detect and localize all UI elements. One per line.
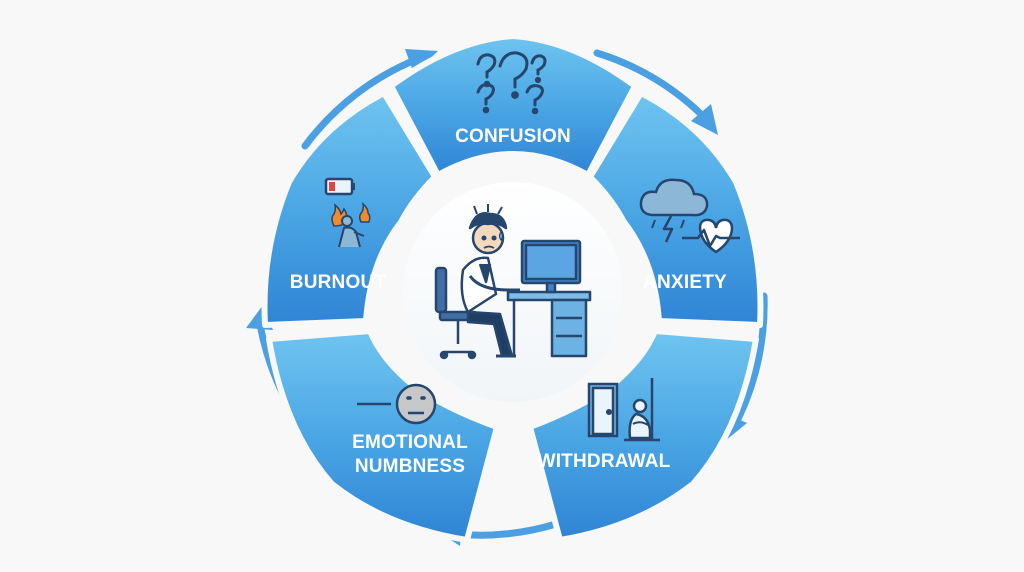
label-burnout: BURNOUT (290, 272, 387, 293)
segment-confusion (388, 33, 638, 178)
cycle-arrow-top-right (593, 49, 709, 122)
question-marks-icon (476, 51, 547, 115)
label-emotional: EMOTIONAL (352, 432, 468, 453)
storm-cloud-heartbeat-icon (639, 178, 740, 254)
cycle-arrow-top-left (301, 54, 424, 150)
low-battery-burning-person-icon (324, 177, 371, 248)
label-anxiety: ANXIETY (643, 272, 727, 293)
segment-burnout (261, 90, 438, 328)
cycle-arrow-right (731, 292, 768, 429)
neutral-face-icon (357, 383, 437, 425)
cycle-arrow-top-right-head (691, 104, 718, 135)
label-numbness: NUMBNESS (355, 456, 465, 477)
stressed-worker-at-desk-icon (434, 204, 592, 360)
door-isolated-person-icon (587, 378, 660, 442)
label-withdrawal: WITHDRAWAL (538, 451, 671, 472)
segment-labels: CONFUSION ANXIETY WITHDRAWAL EMOTIONAL N… (290, 126, 727, 477)
label-confusion: CONFUSION (455, 126, 571, 147)
